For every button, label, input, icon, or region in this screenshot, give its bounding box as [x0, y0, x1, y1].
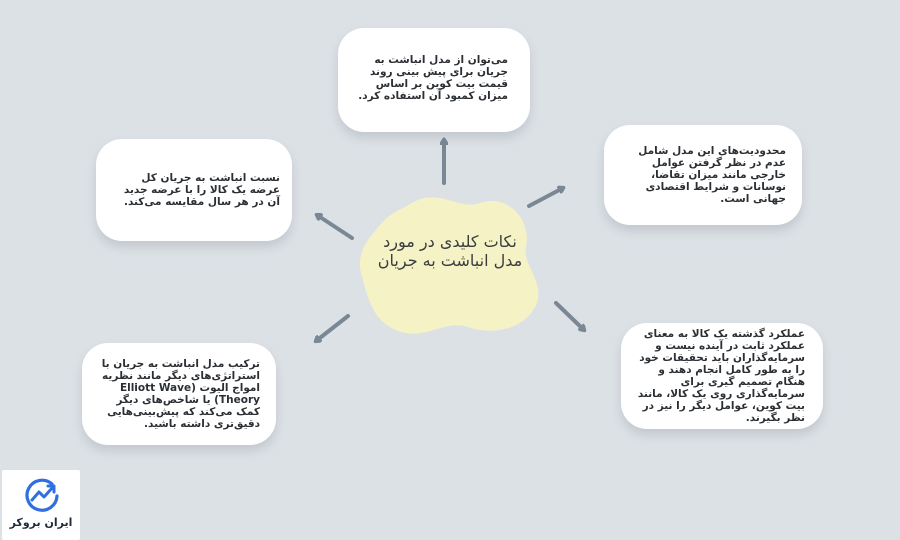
node-right-bottom-text: عملکرد گذشته یک کالا به معنای عملکرد ثاب… — [637, 328, 805, 424]
node-left-top-text: نسبت انباشت به جریان کل عرضه یک کالا را … — [123, 172, 280, 208]
arrow-to-right-top — [527, 188, 563, 208]
node-left-bottom: ترکیب مدل انباشت به جریان با استراتژی‌ها… — [82, 343, 276, 445]
chart-trend-circle-icon — [25, 478, 59, 512]
node-left-top: نسبت انباشت به جریان کل عرضه یک کالا را … — [96, 139, 292, 241]
node-right-top: محدودیت‌های این مدل شامل عدم در نظر گرفت… — [604, 125, 802, 225]
node-top-text: می‌توان از مدل انباشت به جریان برای پیش … — [358, 54, 508, 102]
brand-name: ایران بروکر — [9, 516, 73, 529]
arrow-to-left-bottom — [316, 314, 350, 341]
center-label: نکات کلیدی در مورد مدل انباشت به جریان — [377, 232, 523, 270]
node-right-bottom: عملکرد گذشته یک کالا به معنای عملکرد ثاب… — [621, 323, 823, 429]
arrow-to-left-top — [317, 215, 354, 240]
node-top: می‌توان از مدل انباشت به جریان برای پیش … — [338, 28, 530, 132]
center-blob — [359, 197, 539, 334]
arrow-to-right-bottom — [554, 301, 584, 330]
brand-logo: ایران بروکر — [2, 470, 80, 540]
node-left-bottom-text: ترکیب مدل انباشت به جریان با استراتژی‌ها… — [101, 358, 260, 430]
node-right-top-text: محدودیت‌های این مدل شامل عدم در نظر گرفت… — [638, 145, 786, 205]
